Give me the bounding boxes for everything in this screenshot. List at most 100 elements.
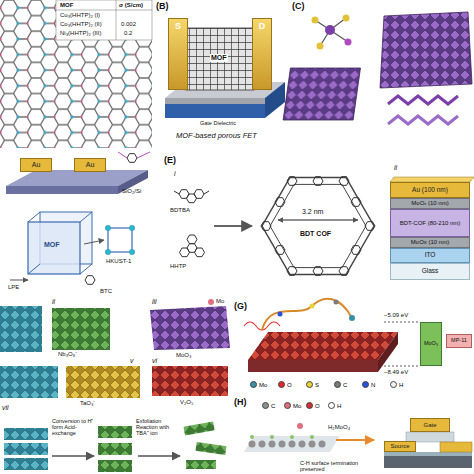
molecule-label: BDTBA: [170, 207, 190, 214]
chain-layer: [388, 96, 458, 104]
legend-item: Mo: [284, 402, 301, 409]
legend-swatch: [328, 402, 335, 409]
gold-layer: Au (100 nm): [390, 182, 470, 198]
benzene-ring: [187, 235, 197, 244]
node-ring: [287, 267, 297, 276]
porous-mof-channel: [186, 28, 254, 90]
legend-swatch: [278, 381, 285, 388]
legend-swatch: [334, 381, 341, 388]
drain-electrode: [440, 442, 472, 452]
glass-layer: Glass: [390, 263, 470, 280]
process-arrow: [52, 455, 94, 457]
sub-panel: ii: [394, 164, 397, 172]
process-note: Exfoliation Reaction with TBA⁺ ion: [136, 418, 182, 436]
sulfur-atom: [312, 17, 319, 24]
legend-swatch: [284, 402, 291, 409]
node-ring: [261, 222, 271, 231]
mof-cube: [28, 222, 80, 274]
copper-atom: [129, 249, 135, 255]
carbon-atom: [289, 441, 296, 448]
node-text: Au: [21, 161, 51, 168]
protonated-layer: [98, 443, 132, 455]
carbon-atom: [249, 441, 256, 448]
layer-label: Gate Dielectric: [200, 120, 236, 126]
niobate-layer: [52, 308, 110, 350]
energy-level: [384, 322, 420, 323]
linker-label: BTC: [100, 288, 112, 295]
material-label: Nb₃O₈⁻: [58, 351, 77, 358]
panel-letter: (B): [156, 2, 169, 12]
process-arrow: [336, 439, 374, 441]
material-label: MOF: [44, 241, 60, 249]
dimension-label: 3.2 nm: [302, 208, 323, 216]
mo-atom: [297, 423, 303, 429]
cof-layer: BDT-COF (80-210 nm): [390, 209, 470, 237]
atom-label: Mo: [216, 298, 224, 305]
peptide-chain: [262, 299, 352, 330]
dimension-arrow: [278, 220, 358, 221]
node-text: Source: [385, 443, 415, 449]
node-text: S: [169, 22, 187, 31]
atom: [278, 312, 283, 317]
substrate-side: [118, 170, 148, 194]
vanadate-layer: [152, 366, 228, 396]
legend-item: O: [278, 381, 292, 388]
legend-text: Mo: [293, 403, 301, 409]
node-text: MoOₓ (10 nm): [391, 200, 469, 206]
table-rule: [56, 10, 152, 11]
panel-letter: (E): [164, 156, 176, 166]
material-label: MOF: [210, 54, 228, 62]
copper-atom: [129, 225, 135, 231]
nanosheet: [186, 460, 216, 469]
hydrogen-atom: [290, 435, 294, 439]
hydrogen-atom: [270, 435, 274, 439]
sub-panel: iii: [152, 298, 157, 306]
carbon-atom: [309, 441, 316, 448]
node-text: MoO₃: [421, 341, 441, 347]
table-cell: 0.2: [124, 30, 132, 37]
node-ring: [339, 177, 349, 186]
legend-text: O: [287, 382, 292, 388]
sub-panel: i: [174, 170, 176, 178]
process-arrow: [138, 455, 180, 457]
linker-ring: [351, 198, 361, 207]
bulk-layer: [4, 458, 48, 470]
energy-label: −5.09 eV: [384, 312, 408, 319]
material-label: MoO₃: [176, 352, 191, 359]
node-text: Au (100 nm): [391, 187, 469, 194]
material-label: BDT COF: [300, 230, 331, 238]
bulk-layer: [4, 428, 48, 440]
legend-item: C: [262, 402, 275, 409]
node-text: Glass: [391, 268, 469, 275]
channel-layer: [384, 452, 472, 456]
layered-structure: [283, 68, 360, 120]
table-cell: Cu₃(HHTP)₂ (I): [60, 12, 100, 19]
conductivity-table: [56, 0, 152, 40]
benzene-ring: [180, 248, 190, 257]
sulfur-atom: [343, 15, 350, 22]
table-cell: Co₃(HHTP)₂ (II): [60, 21, 102, 28]
node-text: BDT-COF (80-210 nm): [391, 220, 469, 226]
table-header: σ (S/cm): [119, 2, 143, 9]
node-ring: [365, 222, 375, 231]
hydrogen-atom: [250, 435, 254, 439]
diamond-surface: [244, 436, 340, 452]
nanosheet: [195, 442, 226, 455]
ito-layer: ITO: [390, 248, 470, 263]
legend-item: C: [334, 381, 347, 388]
reaction-arrow: [214, 225, 252, 227]
node-text: Au: [75, 161, 105, 168]
titanate-layer: [0, 306, 42, 352]
benzene-ring: [194, 190, 204, 199]
linker-ring: [127, 154, 137, 163]
legend-swatch: [306, 402, 313, 409]
substrate-front: [6, 186, 118, 194]
linker-bond: [118, 152, 127, 158]
sub-panel: v: [130, 357, 134, 365]
node-text: ITO: [391, 252, 469, 259]
legend-text: N: [371, 382, 375, 388]
node-text: MoOx (10 nm): [391, 239, 469, 245]
legend-swatch: [262, 402, 269, 409]
structure-label: HKUST-1: [106, 258, 131, 265]
